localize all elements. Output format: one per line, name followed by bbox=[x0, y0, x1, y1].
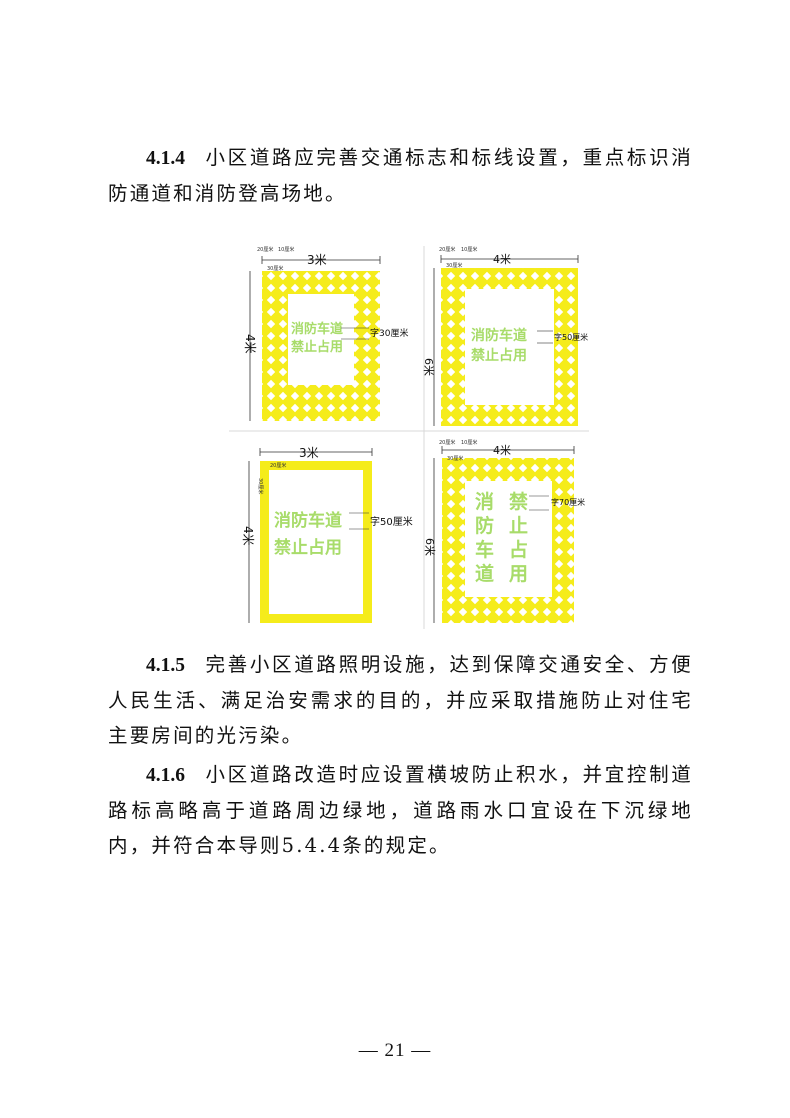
panel-a-width-label: 3米 bbox=[307, 253, 327, 267]
panel-b-line1: 消防车道 bbox=[471, 327, 527, 344]
panel-c-height-label: 4米 bbox=[241, 526, 255, 546]
panel-a-line1: 消防车道 bbox=[291, 321, 343, 337]
panel-b-dim3: 30厘米 bbox=[446, 262, 462, 269]
panel-d-column-1: 消 防 车 道 bbox=[475, 490, 494, 585]
panel-d-char: 用 bbox=[509, 563, 528, 585]
panel-a-dim1: 20厘米 bbox=[257, 246, 273, 253]
clause-number: 4.1.5 bbox=[146, 655, 185, 676]
panel-c-text-area bbox=[269, 470, 363, 614]
paragraph-text: 小区道路改造时应设置横坡防止积水，并宜控制道路标高略高于道路周边绿地，道路雨水口… bbox=[108, 763, 693, 857]
panel-a-text-area bbox=[288, 294, 354, 385]
panel-d-char: 止 bbox=[509, 515, 528, 537]
panel-d-dim3: 30厘米 bbox=[447, 455, 463, 462]
panel-c-font-size: 字50厘米 bbox=[370, 515, 413, 528]
panel-b-height-label: 6米 bbox=[422, 358, 435, 376]
panel-d-char: 防 bbox=[475, 514, 494, 537]
panel-d: 4米 20厘米 10厘米 30厘米 6米 消 防 车 道 禁 止 占 用 字70… bbox=[423, 439, 585, 623]
paragraph-text: 小区道路应完善交通标志和标线设置，重点标识消防通道和消防登高场地。 bbox=[108, 146, 693, 205]
panel-a-height-label: 4米 bbox=[243, 334, 257, 354]
panel-d-char: 占 bbox=[509, 538, 528, 561]
panel-c-dim2: 30厘米 bbox=[257, 478, 264, 494]
panel-b-text-area bbox=[465, 289, 554, 405]
panel-d-height-label: 6米 bbox=[423, 538, 436, 556]
panel-c: 3米 20厘米 30厘米 4米 消防车道 禁止占用 字50厘米 bbox=[241, 446, 413, 623]
fire-lane-marking-figure: 3米 20厘米 10厘米 30厘米 4米 消防车道 禁止占用 字30厘米 4米 … bbox=[229, 246, 589, 629]
panel-d-char: 道 bbox=[475, 562, 494, 585]
panel-c-line2: 禁止占用 bbox=[274, 537, 342, 558]
panel-b-dim2: 10厘米 bbox=[461, 246, 477, 253]
panel-b-font-size: 字50厘米 bbox=[554, 332, 588, 342]
panel-a-dim2: 10厘米 bbox=[278, 246, 294, 253]
clause-number: 4.1.6 bbox=[146, 765, 185, 786]
panel-d-char: 禁 bbox=[509, 490, 528, 513]
panel-a: 3米 20厘米 10厘米 30厘米 4米 消防车道 禁止占用 字30厘米 bbox=[243, 246, 408, 421]
panel-d-dim1: 20厘米 bbox=[439, 439, 455, 446]
panel-c-width-label: 3米 bbox=[299, 446, 319, 460]
panel-d-text-area bbox=[465, 481, 552, 597]
clause-number: 4.1.4 bbox=[146, 148, 185, 169]
panel-d-char: 消 bbox=[475, 490, 494, 513]
paragraph-text: 完善小区道路照明设施，达到保障交通安全、方便人民生活、满足治安需求的目的，并应采… bbox=[108, 653, 693, 747]
panel-d-char: 车 bbox=[475, 538, 494, 561]
panel-b: 4米 20厘米 10厘米 30厘米 6米 消防车道 禁止占用 字50厘米 bbox=[422, 246, 588, 426]
panel-d-column-2: 禁 止 占 用 bbox=[509, 490, 528, 585]
panel-a-font-size: 字30厘米 bbox=[370, 327, 408, 339]
panel-b-width-label: 4米 bbox=[493, 253, 511, 266]
panel-b-dim1: 20厘米 bbox=[439, 246, 455, 253]
page-number: — 21 — bbox=[358, 1040, 432, 1061]
panel-c-line1: 消防车道 bbox=[274, 510, 342, 531]
panel-b-line2: 禁止占用 bbox=[471, 347, 527, 364]
panel-d-font-size: 字70厘米 bbox=[551, 497, 585, 507]
panel-a-line2: 禁止占用 bbox=[291, 339, 343, 355]
panel-d-width-label: 4米 bbox=[493, 444, 511, 457]
panel-d-dim2: 10厘米 bbox=[461, 439, 477, 446]
panel-a-dim3: 30厘米 bbox=[267, 265, 283, 272]
panel-c-dim1: 20厘米 bbox=[270, 462, 286, 469]
